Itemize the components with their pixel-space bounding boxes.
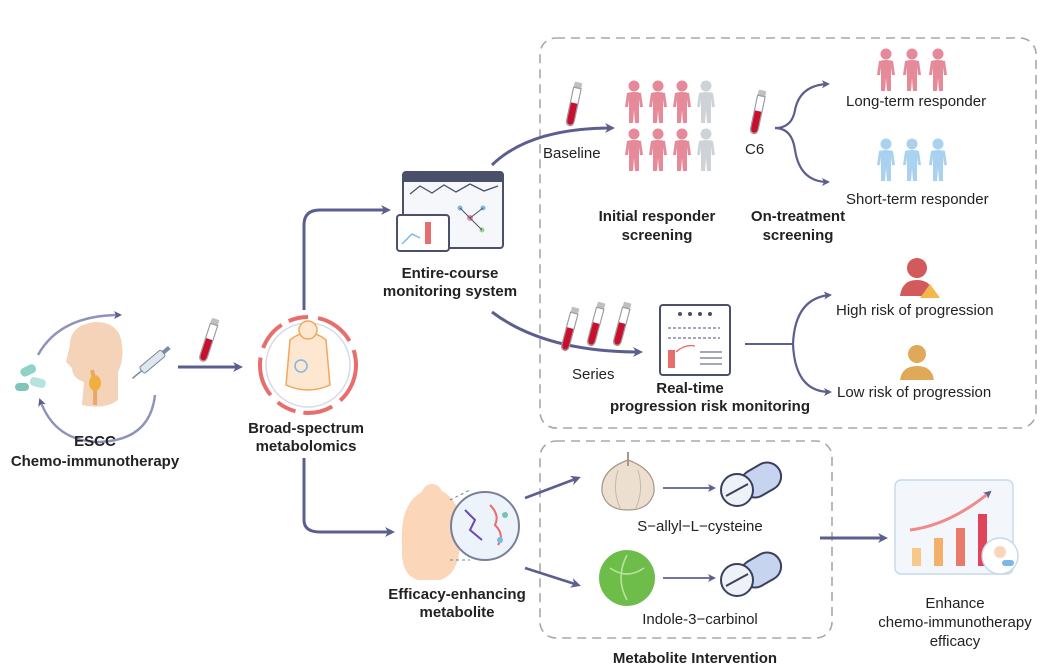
ontreat-screening-label-2: screening: [762, 227, 834, 244]
low-risk-label: Low risk of progression: [837, 384, 992, 401]
efficacy-label-1: Efficacy-enhancing: [388, 586, 526, 603]
arrow-to-short-term: [774, 126, 830, 186]
arrow-to-long-term: [774, 80, 830, 130]
realtime-label-2: progression risk monitoring: [609, 398, 811, 415]
baseline-tube-icon: [565, 81, 583, 127]
monitoring-computer-icon: [396, 171, 504, 252]
metabolomics-label-2: metabolomics: [255, 438, 357, 455]
efficacy-label-2: metabolite: [419, 604, 495, 621]
series-tube-icons: [559, 301, 633, 352]
initial-screening-label-2: screening: [621, 227, 693, 244]
monitoring-box: [539, 37, 1037, 429]
baseline-people-icons: [625, 80, 715, 171]
c6-label: C6: [745, 141, 765, 158]
chemo-title: Chemo-immunotherapy: [10, 453, 180, 470]
c6-tube-icon: [749, 89, 767, 135]
series-label: Series: [572, 366, 615, 383]
outcome-label-2: chemo-immunotherapy: [878, 614, 1032, 631]
metabolomics-label-1: Broad-spectrum: [248, 420, 364, 437]
baseline-label: Baseline: [543, 145, 601, 162]
monitoring-label-2: monitoring system: [382, 283, 518, 300]
initial-screening-label-1: Initial responder: [598, 208, 716, 225]
metabolomics-ring-icon: [258, 315, 358, 415]
short-term-people-icons: [877, 138, 947, 181]
high-risk-person-icon: [900, 258, 940, 298]
pill-capsule-icon-2: [720, 551, 783, 597]
long-term-people-icons: [877, 48, 947, 91]
report-document-icon: [659, 304, 731, 376]
arrow-to-efficacy: [302, 458, 395, 537]
arrow-to-high-risk: [791, 291, 832, 345]
arrow-to-compound1: [524, 475, 581, 500]
pill-capsule-icon: [720, 461, 783, 507]
short-term-label: Short-term responder: [846, 191, 989, 208]
arrow-to-series: [491, 310, 643, 357]
arrow-to-low-risk: [791, 343, 832, 396]
patient-illustration: [15, 311, 171, 444]
compound2-label: Indole-3−carbinol: [642, 611, 758, 628]
monitoring-label-1: Entire-course: [401, 265, 499, 282]
arrow-to-compound2: [524, 566, 581, 588]
intervention-box-title: Metabolite Intervention: [612, 650, 778, 667]
outcome-label-1: Enhance: [925, 595, 985, 612]
ontreat-screening-label-1: On-treatment: [750, 208, 846, 225]
intervention-box: [539, 440, 833, 639]
efficacy-body-icon: [401, 484, 520, 580]
long-term-label: Long-term responder: [846, 93, 987, 110]
garlic-icon: [601, 452, 655, 511]
escc-title: ESCC: [74, 433, 116, 450]
arrow-to-monitoring: [302, 205, 391, 310]
blood-tube-icon: [197, 317, 221, 363]
compound1-label: S−allyl−L−cysteine: [637, 518, 763, 535]
low-risk-person-icon: [900, 345, 934, 380]
arrow-to-baseline: [490, 123, 615, 167]
realtime-label-1: Real-time: [656, 380, 724, 397]
high-risk-label: High risk of progression: [836, 302, 994, 319]
efficacy-chart-icon: [894, 479, 1019, 575]
cabbage-icon: [599, 550, 655, 606]
outcome-label-3: efficacy: [929, 633, 981, 650]
